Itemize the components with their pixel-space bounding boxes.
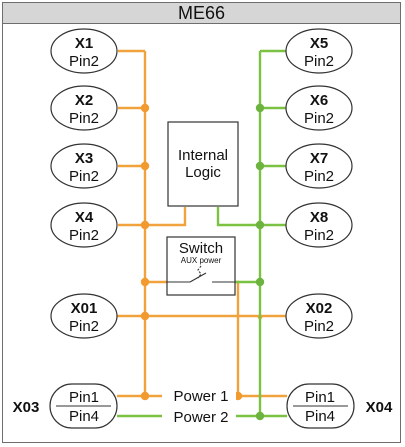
connector-x5: X5 Pin2	[285, 28, 353, 74]
connector-pin: Pin2	[69, 168, 99, 185]
junction-dot	[255, 220, 265, 230]
diagram-frame	[2, 2, 401, 443]
connector-x03: Pin1 Pin4 X03	[13, 383, 118, 429]
connector-circle	[285, 293, 353, 339]
junction-dot	[140, 391, 150, 401]
connector-name: X8	[310, 209, 328, 226]
connector-circle	[285, 85, 353, 131]
connector-name: X2	[75, 92, 93, 109]
power2-label-bg	[162, 409, 236, 425]
junction-dot	[255, 103, 265, 113]
connector-x1: X1 Pin2	[50, 28, 118, 74]
switch-label: Switch	[179, 240, 223, 257]
power1-label: Power 1	[173, 388, 228, 405]
connector-x2: X2 Pin2	[50, 85, 118, 131]
connector-name: X3	[75, 150, 93, 167]
connector-pin: Pin2	[69, 227, 99, 244]
internal-logic-block: Internal Logic	[167, 121, 239, 207]
connector-pin: Pin2	[304, 227, 334, 244]
connector-circle	[285, 202, 353, 248]
connector-name: X6	[310, 92, 328, 109]
junction-dot	[255, 161, 265, 171]
connector-x8: X8 Pin2	[285, 202, 353, 248]
connector-x4: X4 Pin2	[50, 202, 118, 248]
connector-name: X4	[75, 209, 94, 226]
internal-logic-line2: Logic	[185, 164, 221, 181]
wire-switch-out	[235, 280, 240, 396]
junction-dot	[140, 103, 150, 113]
green-junctions	[255, 103, 265, 421]
connector-x7: X7 Pin2	[285, 143, 353, 189]
x03-label: X03	[13, 399, 40, 416]
connector-x3: X3 Pin2	[50, 143, 118, 189]
connector-circle	[50, 293, 118, 339]
junction-dot	[255, 411, 265, 421]
pin1-label: Pin1	[69, 389, 99, 406]
junction-dot	[140, 220, 150, 230]
title-bar: ME66	[2, 2, 401, 24]
junction-dot	[140, 277, 150, 287]
left-connectors: X1 Pin2 X2 Pin2 X3 Pin2 X4 Pin2	[50, 28, 118, 248]
internal-logic-box	[167, 121, 239, 207]
wire-logic-in	[145, 207, 187, 227]
diagram-title: ME66	[177, 3, 226, 23]
connector-x6: X6 Pin2	[285, 85, 353, 131]
connector-name: X5	[310, 35, 328, 52]
right-connectors: X5 Pin2 X6 Pin2 X7 Pin2 X8 Pin2	[285, 28, 353, 248]
power-labels: Power 1 Power 2	[162, 388, 236, 426]
pin1-label: Pin1	[305, 389, 335, 406]
connector-circle	[50, 202, 118, 248]
connector-pin: Pin2	[69, 318, 99, 335]
connector-x04: Pin1 Pin4 X04	[286, 383, 393, 429]
connector-pin: Pin2	[304, 110, 334, 127]
connector-pin: Pin2	[69, 110, 99, 127]
connector-pin: Pin2	[304, 318, 334, 335]
switch-box	[166, 236, 236, 296]
connector-circle	[50, 143, 118, 189]
connector-circle	[50, 85, 118, 131]
connector-pin: Pin2	[304, 53, 334, 70]
connector-circle	[285, 28, 353, 74]
switch-sublabel: AUX power	[181, 256, 222, 265]
switch-symbol	[167, 265, 235, 283]
power2-label: Power 2	[173, 409, 228, 426]
connector-x02: X02 Pin2	[285, 293, 353, 339]
x04-label: X04	[366, 399, 393, 416]
pin4-label: Pin4	[305, 408, 335, 425]
connector-pin: Pin2	[304, 168, 334, 185]
connector-x01: X01 Pin2	[50, 293, 118, 339]
junction-dot	[140, 161, 150, 171]
internal-logic-line1: Internal	[178, 147, 228, 164]
wire-logic-out	[216, 207, 260, 227]
connector-name: X7	[310, 150, 328, 167]
connector-circle	[285, 143, 353, 189]
connector-circle	[50, 28, 118, 74]
connector-name: X1	[75, 35, 93, 52]
pin4-label: Pin4	[69, 408, 99, 425]
connector-pin: Pin2	[69, 53, 99, 70]
power1-label-bg	[162, 388, 236, 404]
connector-name: X02	[306, 300, 333, 317]
junction-dot	[255, 277, 265, 287]
connector-name: X01	[71, 300, 98, 317]
switch-block: Switch AUX power	[166, 236, 236, 296]
junction-dot	[140, 311, 150, 321]
